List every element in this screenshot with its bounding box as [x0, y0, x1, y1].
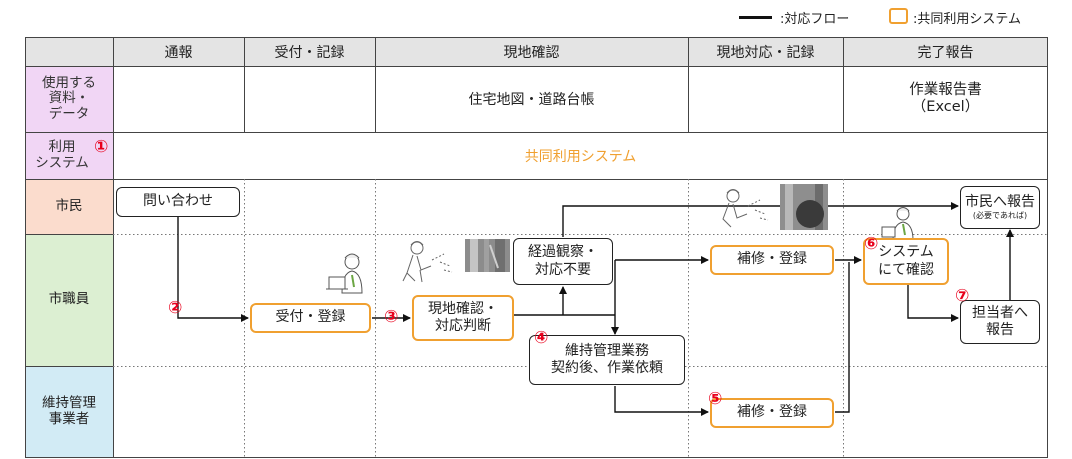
header-col-taiou: 現地対応・記録: [688, 37, 843, 66]
box-genchi-kakunin: 現地確認・ 対応判断: [412, 295, 514, 341]
header-col-uketsuke: 受付・記録: [244, 37, 375, 66]
step-number-5: ⑤: [708, 389, 723, 409]
box-uketsuke: 受付・登録: [250, 303, 371, 333]
row-label-materials: 使用する 資料・ データ: [25, 66, 113, 132]
system-name: 共同利用システム: [524, 148, 637, 165]
step-number-3: ③: [384, 307, 399, 327]
row-label-staff: 市職員: [25, 234, 113, 366]
worker-inspecting-icon: [402, 241, 453, 283]
shimin-houkoku-label: 市民へ報告: [965, 193, 1035, 210]
box-hoshu-contractor: 補修・登録: [710, 398, 834, 428]
legend-flow-line: [739, 16, 772, 19]
header-col-kanryo: 完了報告: [843, 37, 1048, 66]
box-system-kakunin: システム にて確認: [863, 238, 949, 285]
step-number-7: ⑦: [955, 286, 970, 306]
box-shimin-houkoku: 市民へ報告 (必要であれば): [960, 186, 1040, 229]
step-number-2: ②: [168, 298, 183, 318]
step-number-1: ①: [94, 137, 109, 157]
header-col-tsuho: 通報: [113, 37, 244, 66]
worker-with-laptop-icon: [326, 253, 363, 294]
materials-genchi: 住宅地図・道路台帳: [468, 92, 595, 108]
step-number-4: ④: [534, 328, 549, 348]
row-label-system: 利用 システム: [25, 132, 113, 179]
step-number-6: ⑥: [864, 234, 879, 254]
box-hoshu-staff: 補修・登録: [710, 245, 834, 275]
box-tantousha: 担当者へ 報告: [960, 300, 1040, 344]
box-keika: 経過観察・ 対応不要: [513, 238, 613, 285]
box-ishikanri: 維持管理業務 契約後、作業依頼: [529, 335, 685, 385]
legend-shared-label: :共同利用システム: [913, 12, 1021, 27]
header-corner: [25, 37, 113, 66]
row-label-citizen: 市民: [25, 179, 113, 234]
legend-shared-swatch: [889, 8, 908, 24]
materials-kanryo: 作業報告書 （Excel）: [909, 81, 982, 115]
box-toiawase: 問い合わせ: [116, 187, 240, 217]
header-col-genchi: 現地確認: [375, 37, 688, 66]
shimin-houkoku-note: (必要であれば): [972, 211, 1028, 221]
row-label-contractor: 維持管理 事業者: [25, 366, 113, 458]
road-damage-photo-icon: [465, 239, 510, 272]
legend-flow-label: :対応フロー: [780, 12, 850, 27]
